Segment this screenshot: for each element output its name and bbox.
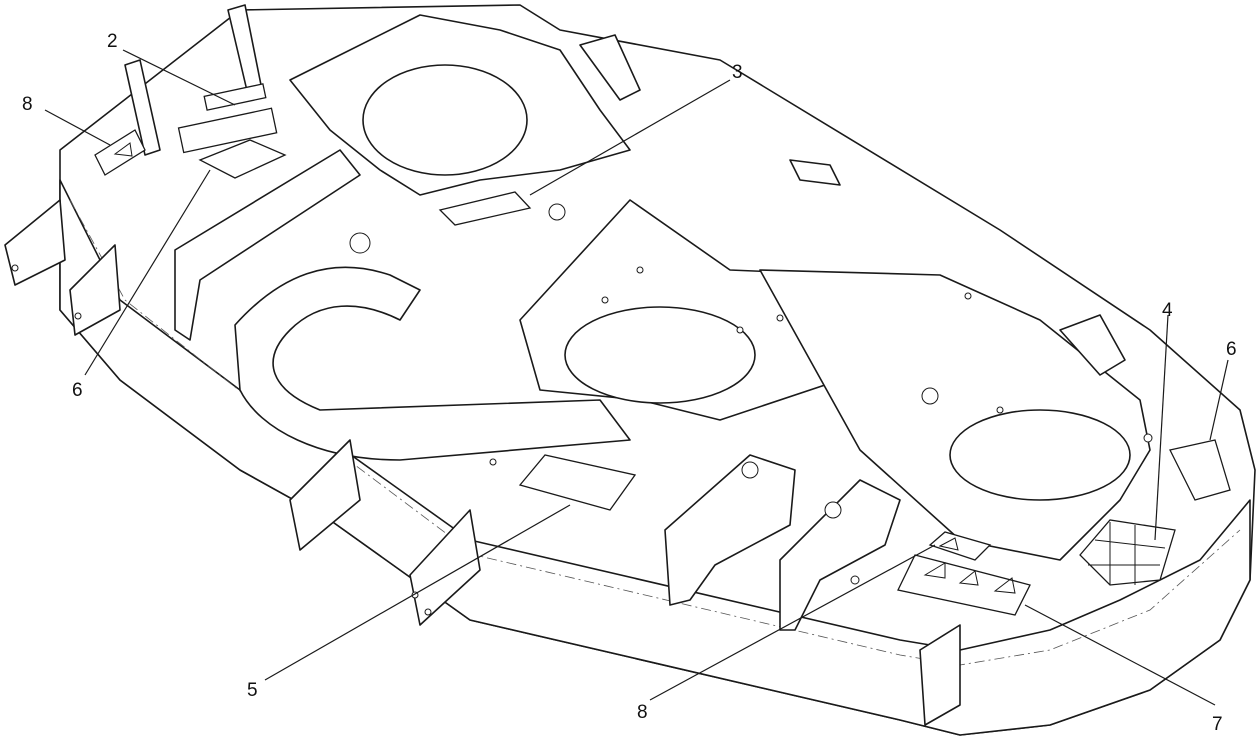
left-curved-arm: [234, 266, 631, 461]
front-right-bracket-a: [664, 454, 796, 606]
leader-lines: [44, 49, 1229, 706]
decal-8-left: [94, 129, 146, 176]
front-left-plate-b: [69, 244, 121, 336]
callout-2: 2: [107, 31, 118, 52]
decal-6-right: [1169, 439, 1231, 501]
rear-tab-e: [789, 159, 841, 186]
front-right-plate: [919, 624, 961, 726]
callout-6-left: 6: [72, 380, 83, 401]
callout-6-right: 6: [1226, 339, 1237, 360]
left-spindle-opening: [362, 64, 528, 176]
callout-8-left: 8: [22, 94, 33, 115]
callout-4: 4: [1162, 300, 1173, 321]
decal-3: [438, 191, 532, 226]
decal-5: [518, 454, 637, 511]
decal-6-left: [198, 139, 287, 179]
decal-2b: [203, 83, 267, 111]
front-mid-plate-b: [409, 509, 481, 626]
rear-tab-b: [124, 59, 161, 156]
left-arm-bracket: [174, 149, 361, 341]
decal-2: [177, 107, 278, 154]
decal-7: [897, 554, 1031, 616]
front-mid-plate-a: [289, 439, 361, 551]
rear-tab-c: [579, 34, 641, 101]
decal-8-right: [928, 531, 992, 561]
right-spindle-opening: [949, 409, 1131, 501]
skirt-centerline: [69, 199, 1241, 666]
callout-3: 3: [732, 62, 743, 83]
decal-8-left-triangle: [113, 142, 133, 157]
holes: [11, 203, 1153, 616]
front-right-bracket-b: [779, 479, 901, 631]
decal-4-grid: [1079, 519, 1176, 586]
callout-7: 7: [1212, 714, 1223, 735]
callout-8-right: 8: [637, 702, 648, 723]
front-left-plate-a: [4, 199, 66, 286]
rear-tab-d: [1059, 314, 1126, 376]
center-spindle-opening: [564, 306, 756, 404]
callout-5: 5: [247, 680, 258, 701]
